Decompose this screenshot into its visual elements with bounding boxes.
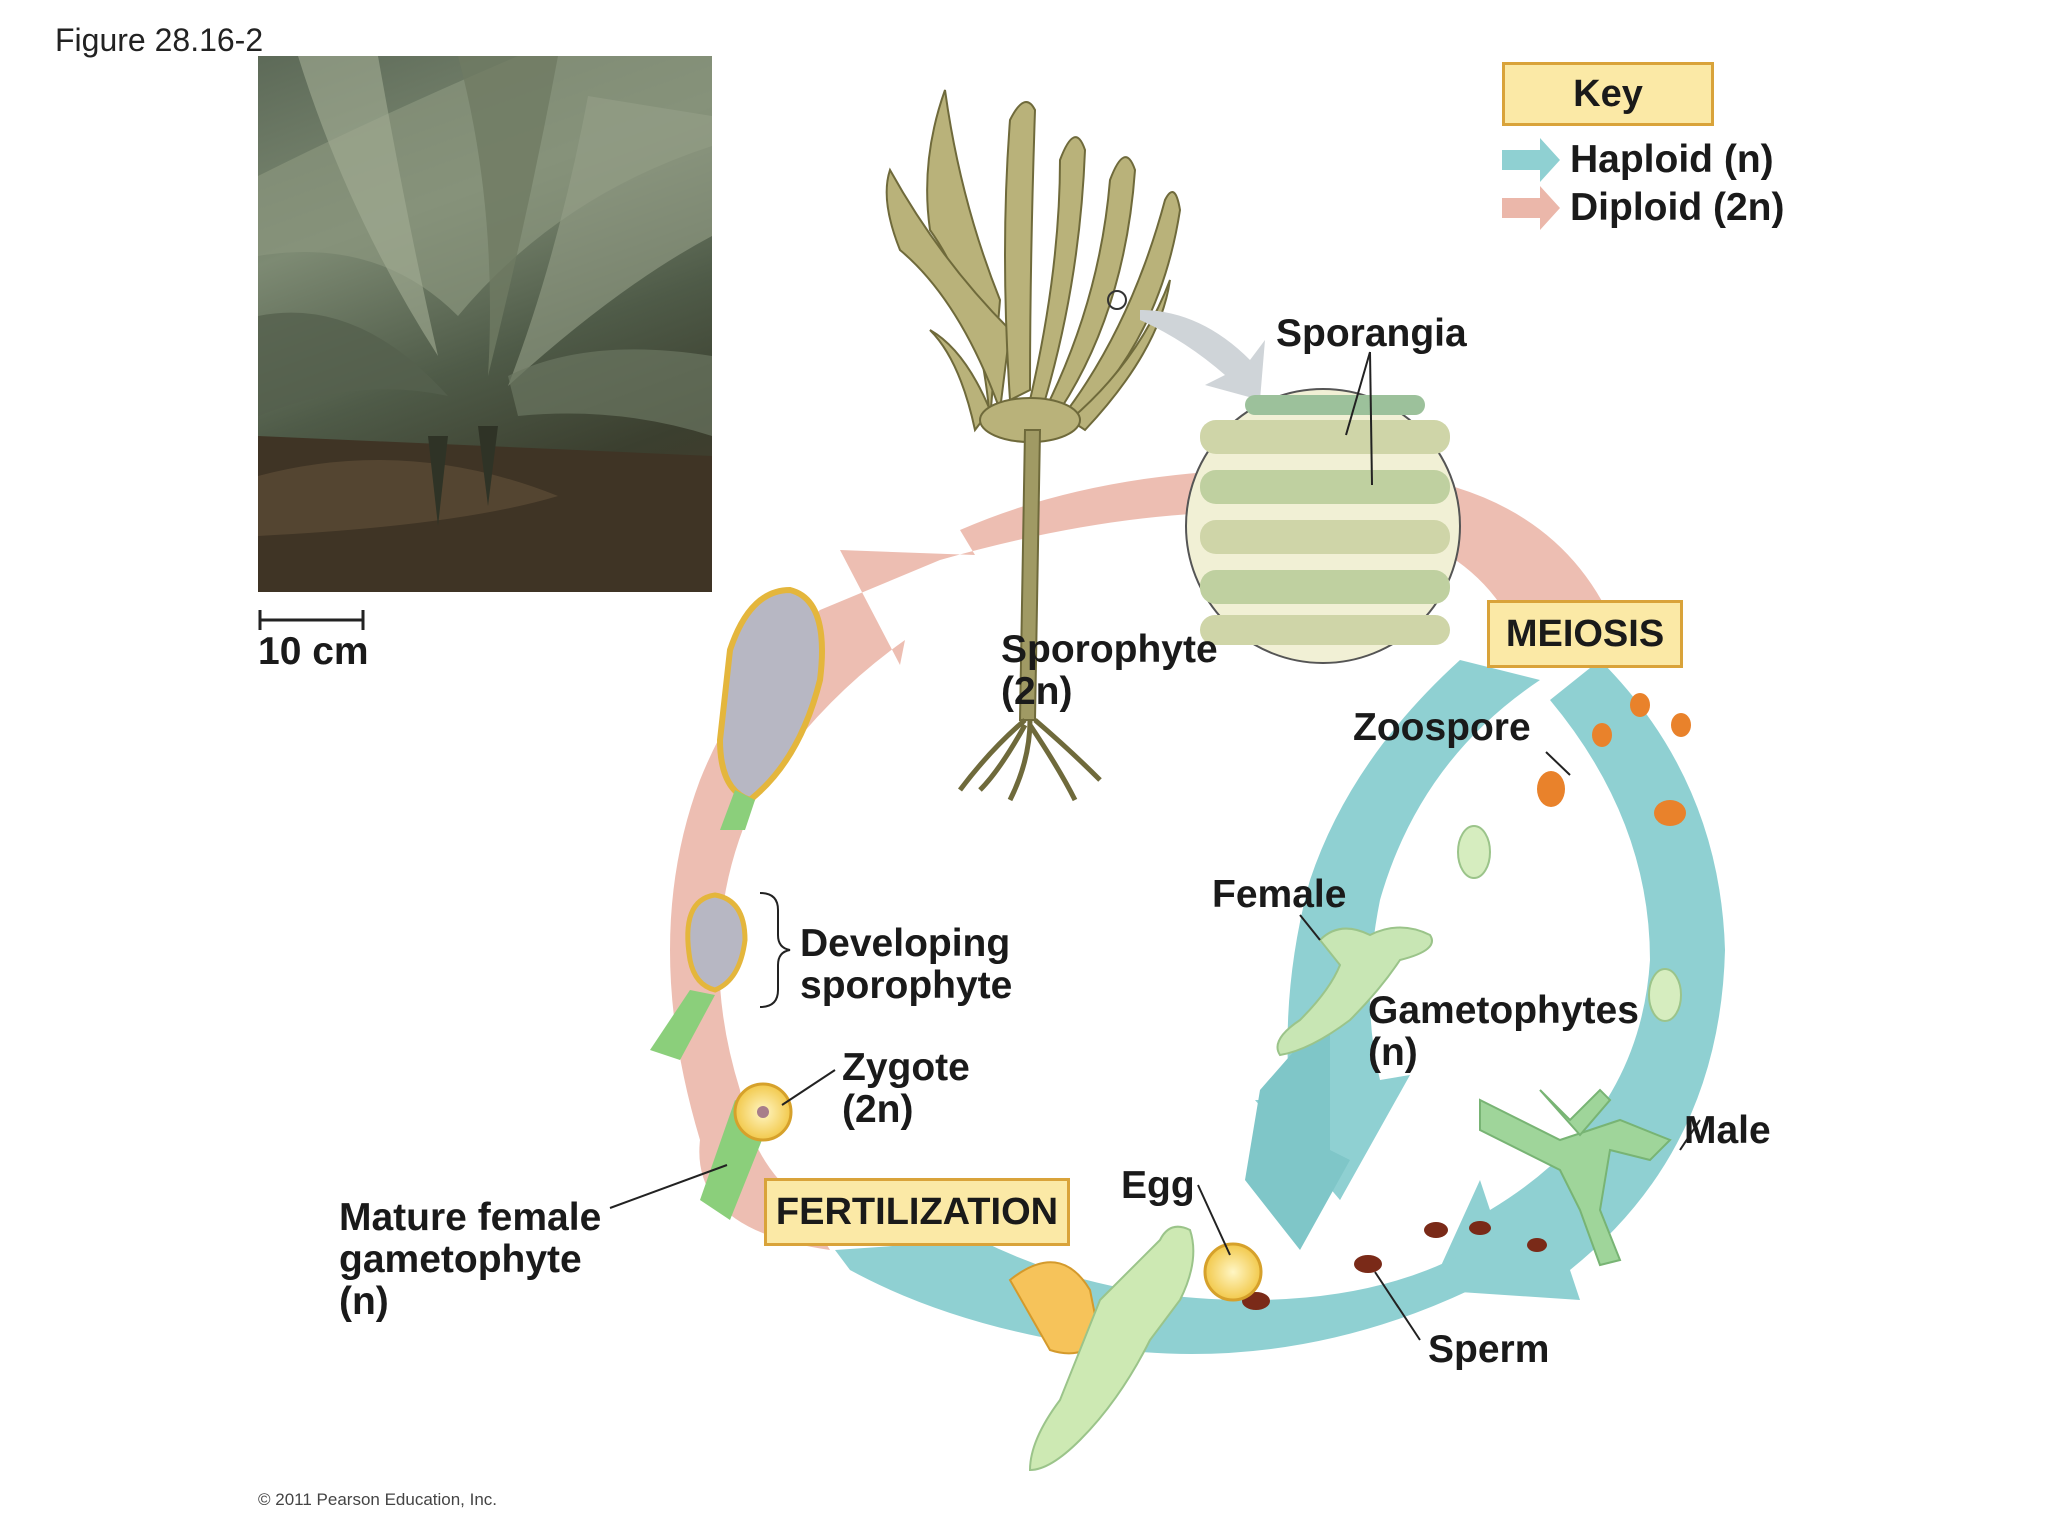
zoospores (1537, 693, 1691, 826)
magnify-pointer (1107, 290, 1265, 400)
sporophyte-label-line1: Sporophyte (1001, 628, 1218, 671)
mature-label-line2: gametophyte (339, 1238, 582, 1281)
egg-gametophyte (1008, 1225, 1263, 1472)
kelp-photo-art (258, 56, 712, 592)
fertilization-label: FERTILIZATION (775, 1191, 1059, 1233)
sperm-label: Sperm (1428, 1328, 1550, 1371)
scale-bar-label: 10 cm (258, 630, 369, 673)
developing-label-line2: sporophyte (800, 964, 1013, 1007)
male-label: Male (1684, 1109, 1771, 1152)
zygote-label-line2: (2n) (842, 1088, 914, 1131)
zygote (700, 1082, 793, 1220)
zoospore-label: Zoospore (1353, 706, 1531, 749)
sporangia-closeup (1185, 388, 1461, 664)
sporophyte-label-line2: (2n) (1001, 670, 1073, 713)
developing-sporophyte-blade (716, 586, 825, 830)
key-diploid-arrow (1502, 186, 1560, 230)
sporangia-label: Sporangia (1276, 312, 1467, 355)
gametophytes-label-line2: (n) (1368, 1031, 1418, 1074)
male-gametophyte (1479, 1088, 1672, 1267)
egg-label: Egg (1121, 1164, 1195, 1207)
key-title-box: Key (1502, 62, 1714, 126)
scale-bar (258, 610, 365, 630)
meiosis-label: MEIOSIS (1505, 613, 1665, 655)
mature-label-line1: Mature female (339, 1196, 602, 1239)
female-gametophyte (1276, 825, 1682, 1057)
developing-sporophyte-small (650, 892, 748, 1060)
key-haploid-arrow (1502, 138, 1560, 182)
sporophyte-kelp (885, 89, 1182, 802)
developing-label-line1: Developing (800, 922, 1011, 965)
meiosis-box: MEIOSIS (1487, 600, 1683, 668)
key-diploid-label: Diploid (2n) (1570, 186, 1785, 229)
developing-brace (759, 892, 791, 1008)
key-haploid-label: Haploid (n) (1570, 138, 1774, 181)
mature-label-line3: (n) (339, 1280, 389, 1323)
kelp-photo (258, 56, 712, 592)
diploid-cycle-arrow (670, 468, 1620, 1250)
zygote-label-line1: Zygote (842, 1046, 970, 1089)
copyright-notice: © 2011 Pearson Education, Inc. (258, 1490, 498, 1509)
key-title: Key (1573, 73, 1643, 115)
female-label: Female (1212, 873, 1347, 916)
fertilization-box: FERTILIZATION (764, 1178, 1070, 1246)
figure-label: Figure 28.16-2 (55, 22, 264, 58)
sperm-cells (1242, 1221, 1547, 1310)
gametophytes-label-line1: Gametophytes (1368, 989, 1639, 1032)
